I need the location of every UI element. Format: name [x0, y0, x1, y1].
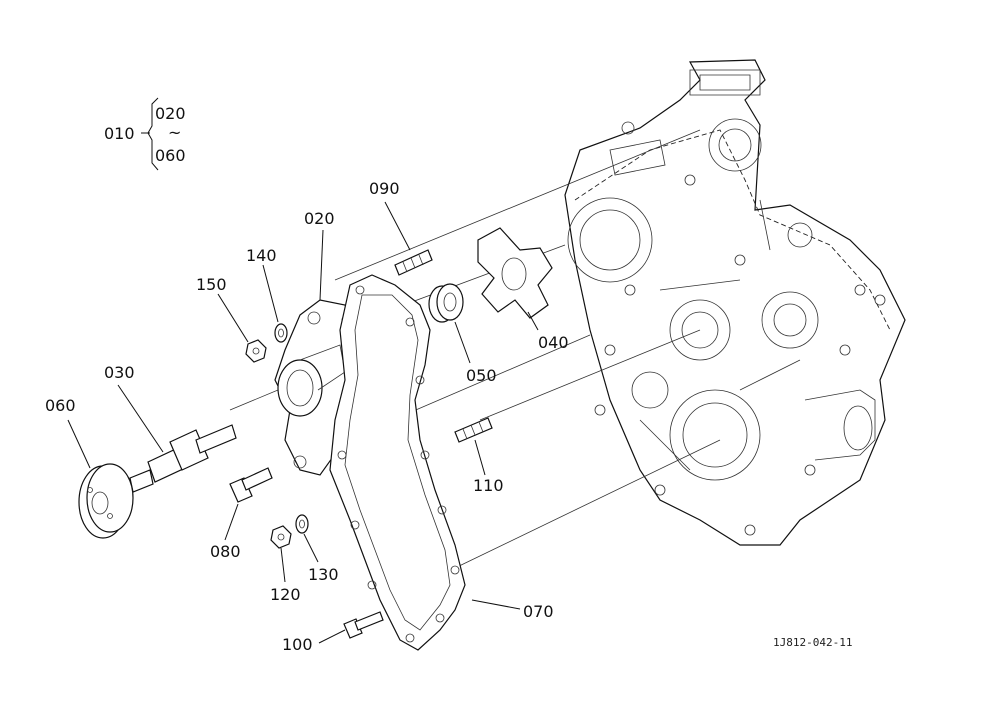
gasket — [329, 274, 466, 651]
callout-090: 090 — [369, 179, 400, 198]
drawing-number: 1J812-042-11 — [773, 636, 852, 649]
callout-110: 110 — [473, 476, 504, 495]
bolt-100 — [343, 611, 384, 639]
group-range-sep: ~ — [168, 123, 181, 142]
callout-040: 040 — [538, 333, 569, 352]
callout-100: 100 — [282, 635, 313, 654]
callout-140: 140 — [246, 246, 277, 265]
callout-130: 130 — [308, 565, 339, 584]
group-range-end: 060 — [155, 146, 186, 165]
callouts: 020 030 040 050 060 070 080 090 100 110 … — [45, 179, 569, 654]
washer-130 — [295, 514, 309, 534]
gear-case — [564, 59, 906, 546]
group-parent-label: 010 — [104, 124, 135, 143]
washer-140 — [274, 323, 288, 343]
group-range-start: 020 — [155, 104, 186, 123]
pump-shaft — [129, 424, 237, 493]
callout-080: 080 — [210, 542, 241, 561]
leader-lines — [67, 201, 539, 644]
nut-120 — [270, 525, 292, 549]
callout-050: 050 — [466, 366, 497, 385]
impeller — [477, 227, 553, 319]
callout-060: 060 — [45, 396, 76, 415]
callout-070: 070 — [523, 602, 554, 621]
group-bracket: 010 020 ~ 060 — [104, 97, 186, 171]
callout-020: 020 — [304, 209, 335, 228]
bolt-080 — [229, 467, 273, 503]
callout-120: 120 — [270, 585, 301, 604]
stud-lower — [454, 417, 493, 443]
seal — [428, 283, 464, 323]
pulley-flange — [78, 463, 134, 539]
stud-upper — [394, 249, 433, 276]
callout-030: 030 — [104, 363, 135, 382]
nut-150 — [245, 339, 267, 363]
callout-150: 150 — [196, 275, 227, 294]
